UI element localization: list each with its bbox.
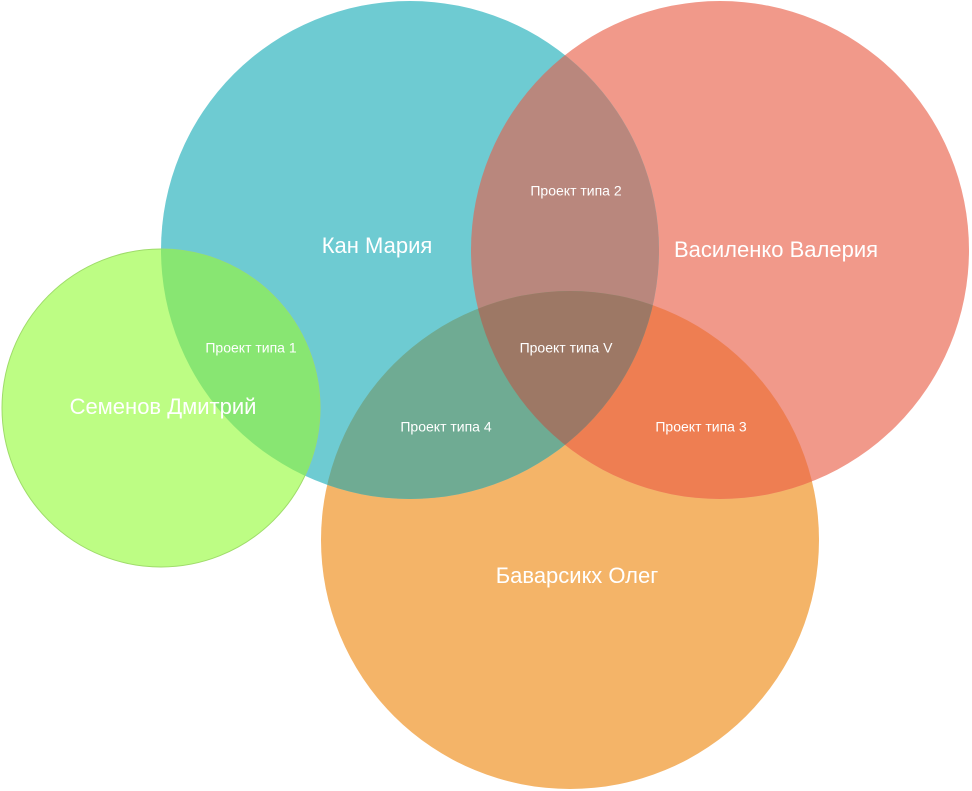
region-label-kan-vasilenko-bavarsikh: Проект типа V: [520, 340, 613, 356]
region-vasilenko-bavarsikh[interactable]: [321, 291, 819, 789]
region-label-vasilenko-bavarsikh: Проект типа 3: [655, 419, 746, 435]
set-label-bavarsikh: Баварсикх Олег: [496, 563, 659, 588]
region-kan-bavarsikh[interactable]: [321, 291, 819, 789]
set-label-kan: Кан Мария: [322, 233, 433, 258]
set-label-vasilenko: Василенко Валерия: [674, 237, 878, 262]
region-label-kan-vasilenko: Проект типа 2: [530, 183, 621, 199]
region-label-kan-bavarsikh: Проект типа 4: [400, 419, 491, 435]
set-label-semenov: Семенов Дмитрий: [70, 394, 257, 419]
region-label-kan-semenov: Проект типа 1: [205, 340, 296, 356]
